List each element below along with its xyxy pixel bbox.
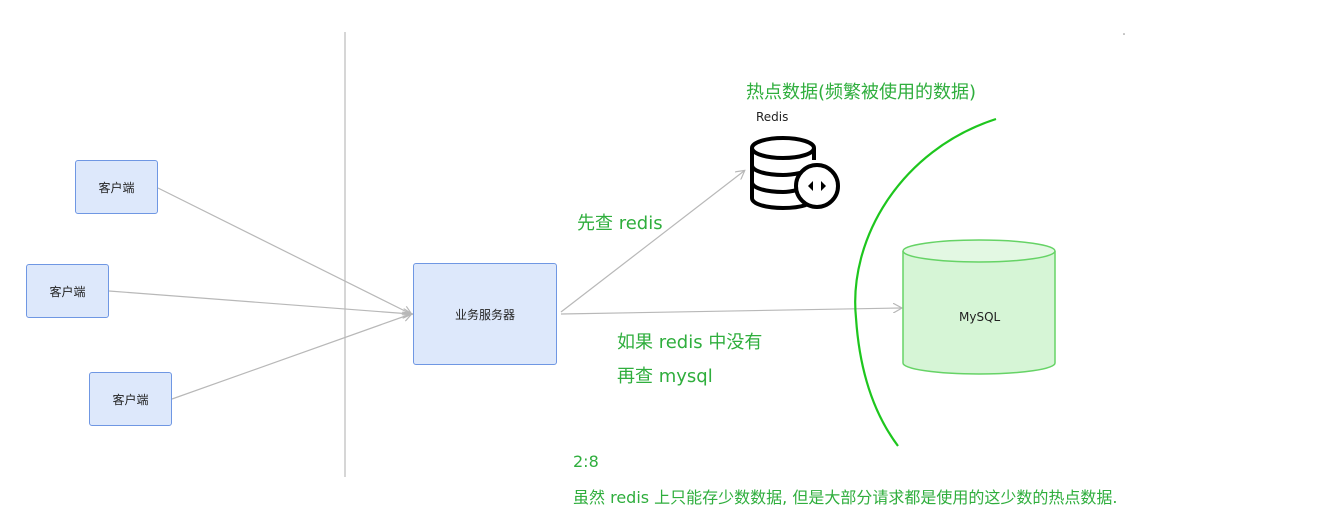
mysql-cylinder [902,239,1056,375]
fallback-annotation-line-1: 如果 redis 中没有 [617,332,763,353]
business-server-box[interactable]: 业务服务器 [413,263,557,365]
connector-client3-server [171,314,411,400]
fallback-annotation-line-2: 再查 mysql [617,366,713,387]
connector-server-redis [560,171,744,313]
business-server-label: 业务服务器 [454,307,515,322]
client-box-2[interactable]: 客户端 [26,264,109,318]
client-box-3[interactable]: 客户端 [89,372,172,426]
connector-client1-server [157,187,411,314]
client-label-2: 客户端 [49,284,86,299]
connector-server-mysql [560,308,901,315]
ratio-annotation: 2:8 [573,452,599,471]
stray-dot [1123,33,1125,35]
client-label-3: 客户端 [112,392,149,407]
database-icon [750,136,840,211]
explanation-annotation: 虽然 redis 上只能存少数数据, 但是大部分请求都是使用的这少数的热点数据. [573,488,1118,507]
client-box-1[interactable]: 客户端 [75,160,158,214]
client-label-1: 客户端 [98,180,135,195]
redis-label: Redis [756,110,789,124]
mysql-label: MySQL [959,310,1001,324]
hot-data-annotation: 热点数据(频繁被使用的数据) [746,82,977,103]
connector-client2-server [108,290,411,314]
query-redis-first-annotation: 先查 redis [577,213,663,234]
hot-data-boundary-curve [854,117,997,447]
